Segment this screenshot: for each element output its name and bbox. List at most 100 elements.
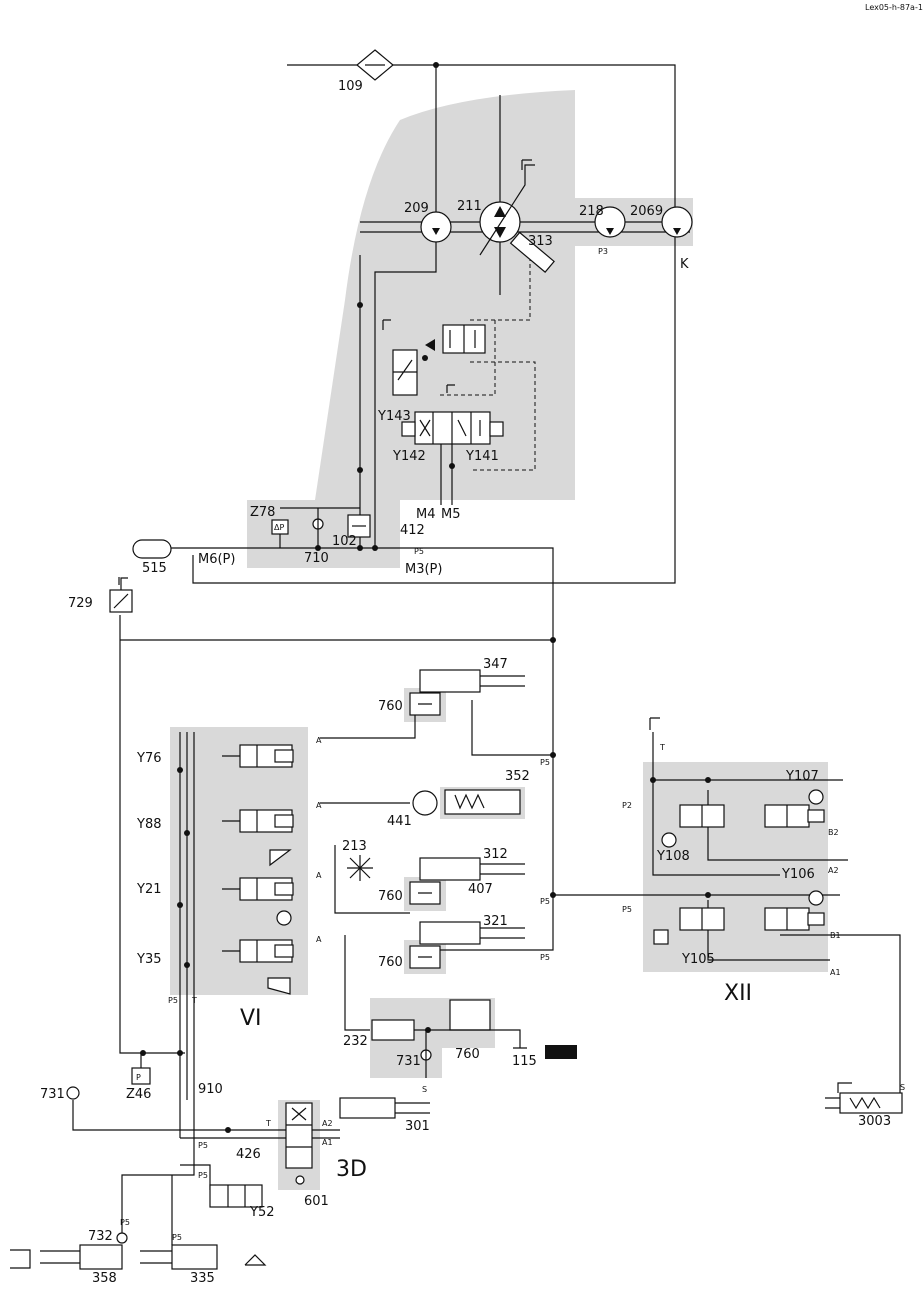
- label-732: 732: [88, 1229, 113, 1244]
- label-M3: M3(P): [405, 562, 442, 577]
- group-VI: VI: [240, 1006, 262, 1031]
- port-P5-426: P5: [198, 1141, 208, 1150]
- label-Z78: Z78: [250, 505, 275, 520]
- label-Y76: Y76: [136, 751, 161, 766]
- label-352: 352: [505, 769, 530, 784]
- pipe-p-line: [152, 547, 554, 951]
- label-dp: ΔP: [274, 523, 284, 532]
- label-910: 910: [198, 1082, 223, 1097]
- tractor-icon: [545, 1045, 577, 1059]
- label-760-a: 760: [378, 699, 403, 714]
- label-710: 710: [304, 551, 329, 566]
- port-T-XII: T: [659, 743, 665, 752]
- cylinder-312: [419, 857, 525, 881]
- pipe-vi-rail-3: [121, 732, 195, 1235]
- pipe-left-vertical: [119, 615, 185, 1054]
- label-102: 102: [332, 534, 357, 549]
- label-321: 321: [483, 914, 508, 929]
- port-P5-XII: P5: [622, 905, 632, 914]
- port-B1: B1: [830, 931, 841, 940]
- label-426: 426: [236, 1147, 261, 1162]
- valve-bank-XII: [679, 804, 825, 931]
- accumulator-515: [132, 539, 172, 559]
- port-S-2: S: [900, 1083, 905, 1092]
- flow-valve-760: [449, 999, 491, 1031]
- valve-601: [285, 1102, 313, 1169]
- port-A-2: A: [316, 801, 322, 810]
- pipe-347-return: [471, 700, 553, 756]
- label-2069: 2069: [630, 204, 663, 219]
- label-3003: 3003: [858, 1114, 891, 1129]
- cylinder-232: [371, 1019, 415, 1041]
- pressure-switch-246: [131, 1067, 151, 1085]
- junction-dots: [140, 62, 711, 1133]
- pipe-209-vertical: [374, 65, 437, 548]
- label-Y21: Y21: [136, 882, 161, 897]
- port-S-1: S: [422, 1085, 427, 1094]
- check-valve-731-b: [66, 1086, 80, 1100]
- label-515: 515: [142, 561, 167, 576]
- label-213: 213: [342, 839, 367, 854]
- label-M4: M4: [416, 507, 436, 522]
- label-731-a: 731: [396, 1054, 421, 1069]
- port-A-3: A: [316, 871, 322, 880]
- pump-2069: [661, 206, 693, 238]
- label-731-b: 731: [40, 1087, 65, 1102]
- actuator-313: [509, 231, 555, 273]
- label-232: 232: [343, 1034, 368, 1049]
- label-313: 313: [528, 234, 553, 249]
- hazard-icon: [267, 977, 291, 995]
- port-A2-XII: A2: [828, 866, 839, 875]
- cylinder-347: [419, 669, 525, 693]
- pump-209: [420, 211, 452, 243]
- cylinder-352: [444, 789, 521, 815]
- pipe-731-return: [72, 1100, 340, 1131]
- cylinder-358: [40, 1244, 123, 1270]
- port-P5-Y52: P5: [198, 1171, 208, 1180]
- group-3D: 3D: [336, 1157, 367, 1182]
- group-XII: XII: [724, 981, 752, 1006]
- fan-icon: [347, 855, 373, 881]
- label-M6: M6(P): [198, 552, 235, 567]
- port-A-4: A: [316, 935, 322, 944]
- label-Y142: Y142: [392, 449, 426, 464]
- pump-218: [594, 206, 626, 238]
- label-347: 347: [483, 657, 508, 672]
- label-Y108: Y108: [656, 849, 690, 864]
- label-Y143: Y143: [377, 409, 411, 424]
- label-760-c: 760: [378, 955, 403, 970]
- tractor-icon: [653, 929, 669, 945]
- label-312: 312: [483, 847, 508, 862]
- pipe-232-line: [344, 935, 370, 1031]
- label-Y106: Y106: [781, 867, 815, 882]
- gear-icon: [661, 832, 677, 848]
- label-358: 358: [92, 1271, 117, 1286]
- label-760-d: 760: [455, 1047, 480, 1062]
- port-T-VI: T: [191, 996, 197, 1005]
- doc-code: Lex05-h-87a-1: [865, 3, 923, 12]
- label-760-b: 760: [378, 889, 403, 904]
- label-M5: M5: [441, 507, 461, 522]
- label-Y52: Y52: [249, 1205, 274, 1220]
- pipe-213-line: [334, 845, 410, 914]
- label-209: 209: [404, 201, 429, 216]
- label-441: 441: [387, 814, 412, 829]
- pipe-3003-line: [780, 934, 901, 1095]
- pipe-main-top: [192, 64, 676, 584]
- pump-icon: [808, 890, 824, 906]
- port-B2: B2: [828, 828, 839, 837]
- tank-symbols: [118, 159, 852, 1093]
- port-P5-321: P5: [540, 953, 550, 962]
- label-Y105: Y105: [681, 952, 715, 967]
- label-335: 335: [190, 1271, 215, 1286]
- label-301: 301: [405, 1119, 430, 1134]
- check-valve-732: [116, 1232, 128, 1244]
- port-T-601: T: [265, 1119, 271, 1128]
- port-P2: P2: [622, 801, 632, 810]
- port-A1-301: A1: [322, 1138, 333, 1147]
- motor-441: [412, 790, 438, 816]
- cylinder-301: [339, 1097, 430, 1119]
- label-601: 601: [304, 1194, 329, 1209]
- valve-Y52: [209, 1184, 263, 1208]
- pipe-y52-line: [180, 1164, 211, 1190]
